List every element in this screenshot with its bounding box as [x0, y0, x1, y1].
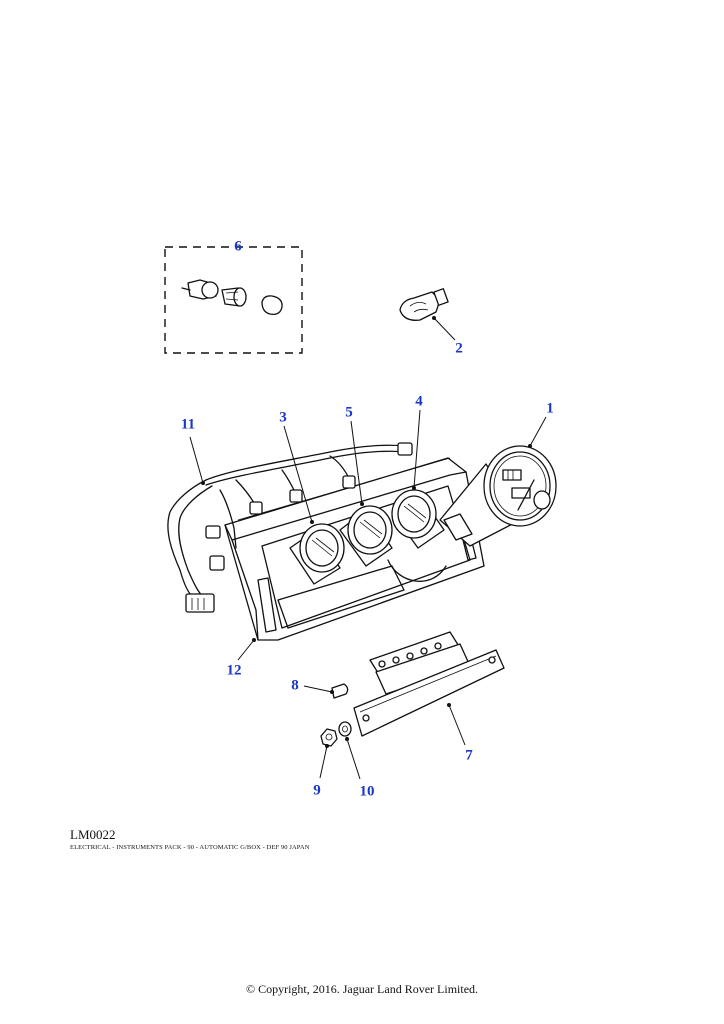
part-6-bulb-holder-kit	[164, 246, 303, 354]
callout-1: 1	[546, 400, 554, 417]
diagram-caption: ELECTRICAL - INSTRUMENTS PACK - 90 - AUT…	[70, 844, 310, 851]
callout-3: 3	[279, 409, 287, 426]
callout-2: 2	[455, 340, 463, 357]
part-2-wedge-bulb	[399, 288, 456, 341]
part-8-bulb	[303, 683, 349, 699]
callout-9: 9	[313, 782, 321, 799]
part-7-switch-panel	[353, 631, 505, 746]
part-3-gauge	[283, 425, 345, 585]
part-10-washer	[338, 721, 361, 780]
callout-8: 8	[291, 677, 299, 694]
callout-10: 10	[359, 783, 375, 800]
part-4-gauge	[387, 409, 447, 582]
diagram-reference-code: LM0022	[70, 827, 116, 842]
copyright-notice: © Copyright, 2016. Jaguar Land Rover Lim…	[245, 982, 479, 996]
part-11-wiring-harness	[167, 436, 413, 613]
callout-4: 4	[415, 393, 423, 410]
callout-12: 12	[226, 662, 242, 679]
part-1-speedometer	[439, 416, 557, 547]
callout-6: 6	[234, 238, 242, 255]
part-5-gauge	[339, 420, 393, 567]
callout-11: 11	[180, 416, 196, 433]
part-9-nut	[319, 728, 338, 779]
callout-5: 5	[345, 404, 353, 421]
callout-7: 7	[465, 747, 473, 764]
